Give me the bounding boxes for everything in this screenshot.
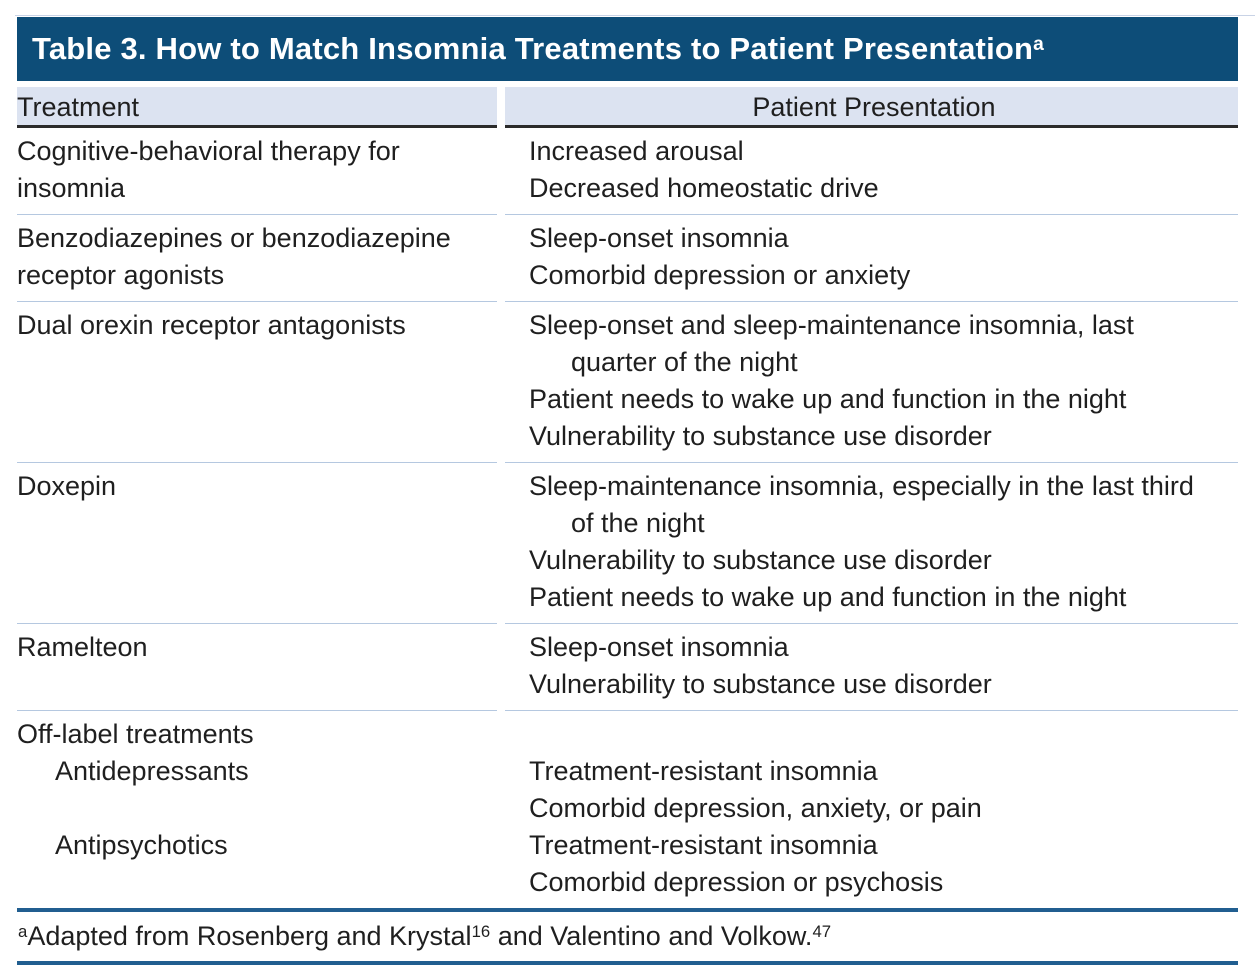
treatment-cell-ramelteon: Ramelteon bbox=[17, 624, 497, 711]
footnote-text: and Valentino and Volkow. bbox=[490, 921, 813, 951]
treatment-cell-doxepin: Doxepin bbox=[17, 463, 497, 624]
presentation-line: Sleep-onset and sleep-maintenance insomn… bbox=[529, 310, 1134, 377]
footnote-citation-47: 47 bbox=[812, 922, 832, 942]
footnote-marker: a bbox=[18, 922, 28, 942]
presentation-cell-antipsychotics: Treatment-resistant insomnia Comorbid de… bbox=[505, 827, 1238, 908]
column-header-presentation: Patient Presentation bbox=[505, 87, 1238, 128]
presentation-cell-ramelteon: Sleep-onset insomnia Vulnerability to su… bbox=[505, 624, 1238, 711]
top-hairline bbox=[15, 15, 1255, 16]
treatment-cell-antidepressants: Antidepressants bbox=[55, 756, 249, 786]
presentation-line: Increased arousal bbox=[529, 136, 744, 166]
presentation-line: Patient needs to wake up and function in… bbox=[529, 384, 1127, 414]
footnote-text: Adapted from Rosenberg and Krystal bbox=[27, 921, 472, 951]
treatment-cell-antipsychotics: Antipsychotics bbox=[55, 830, 228, 860]
presentation-line: Patient needs to wake up and function in… bbox=[529, 582, 1127, 612]
presentation-line: Treatment-resistant insomnia bbox=[529, 830, 878, 860]
treatment-cell-benzodiazepines: Benzodiazepines or benzodiazepine recept… bbox=[17, 215, 497, 302]
presentation-cell-cbt: Increased arousal Decreased homeostatic … bbox=[505, 128, 1238, 215]
table-title-bar: Table 3. How to Match Insomnia Treatment… bbox=[17, 17, 1238, 81]
presentation-cell-dora: Sleep-onset and sleep-maintenance insomn… bbox=[505, 302, 1238, 463]
presentation-cell-doxepin: Sleep-maintenance insomnia, especially i… bbox=[505, 463, 1238, 624]
presentation-line: Vulnerability to substance use disorder bbox=[529, 545, 992, 575]
presentation-cell-benzodiazepines: Sleep-onset insomnia Comorbid depression… bbox=[505, 215, 1238, 302]
table-bottom-rule bbox=[17, 961, 1238, 965]
presentation-line: Comorbid depression or anxiety bbox=[529, 260, 911, 290]
presentation-line: Vulnerability to substance use disorder bbox=[529, 421, 992, 451]
treatment-cell-cbt: Cognitive-behavioral therapy for insomni… bbox=[17, 128, 497, 215]
presentation-line: Sleep-onset insomnia bbox=[529, 223, 789, 253]
table-grid: Treatment Patient Presentation Cognitive… bbox=[17, 87, 1238, 908]
presentation-line: Decreased homeostatic drive bbox=[529, 173, 879, 203]
table-footnote: aAdapted from Rosenberg and Krystal16 an… bbox=[17, 912, 1238, 961]
presentation-cell-antidepressants: Treatment-resistant insomnia Comorbid de… bbox=[505, 753, 1238, 827]
table-3: Table 3. How to Match Insomnia Treatment… bbox=[17, 17, 1238, 965]
presentation-line: Comorbid depression or psychosis bbox=[529, 867, 944, 897]
presentation-line: Sleep-onset insomnia bbox=[529, 632, 789, 662]
presentation-line: Vulnerability to substance use disorder bbox=[529, 669, 992, 699]
column-header-treatment: Treatment bbox=[17, 87, 497, 128]
footnote-top-rule bbox=[17, 908, 1238, 912]
treatment-cell-dora: Dual orexin receptor antagonists bbox=[17, 302, 497, 463]
presentation-line: Sleep-maintenance insomnia, especially i… bbox=[529, 471, 1194, 538]
table-title-footnote-marker: a bbox=[1033, 34, 1045, 56]
table-title: Table 3. How to Match Insomnia Treatment… bbox=[32, 31, 1034, 66]
treatment-group-header-off-label: Off-label treatments bbox=[17, 719, 254, 749]
presentation-line: Treatment-resistant insomnia bbox=[529, 756, 878, 786]
footnote-citation-16: 16 bbox=[471, 922, 491, 942]
presentation-line: Comorbid depression, anxiety, or pain bbox=[529, 793, 982, 823]
